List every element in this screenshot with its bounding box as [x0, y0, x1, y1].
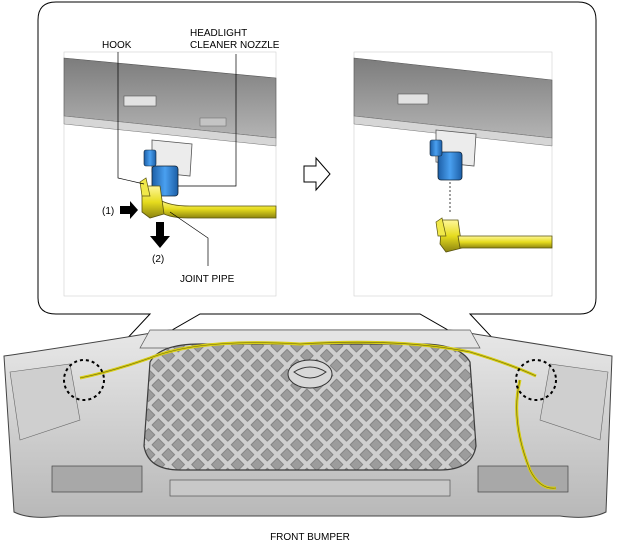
arrow-next-icon [303, 156, 331, 192]
detail-view-connected [63, 51, 277, 297]
label-hook: HOOK [102, 40, 132, 51]
label-step-2: (2) [152, 254, 164, 265]
label-front-bumper: FRONT BUMPER [270, 532, 350, 543]
label-joint-pipe: JOINT PIPE [180, 274, 235, 285]
detail-circle-left [63, 359, 105, 401]
hook [139, 177, 151, 197]
front-bumper [3, 329, 613, 518]
label-nozzle-line2: CLEANER NOZZLE [190, 40, 280, 51]
arrow-down-2 [150, 222, 170, 248]
grille [143, 343, 477, 471]
emblem [287, 359, 333, 389]
label-step-1: (1) [102, 206, 114, 217]
label-nozzle-line1: HEADLIGHT [190, 28, 247, 39]
detail-view-disconnected [353, 51, 553, 297]
detail-circle-right [515, 359, 557, 401]
arrow-push-1 [120, 201, 138, 219]
